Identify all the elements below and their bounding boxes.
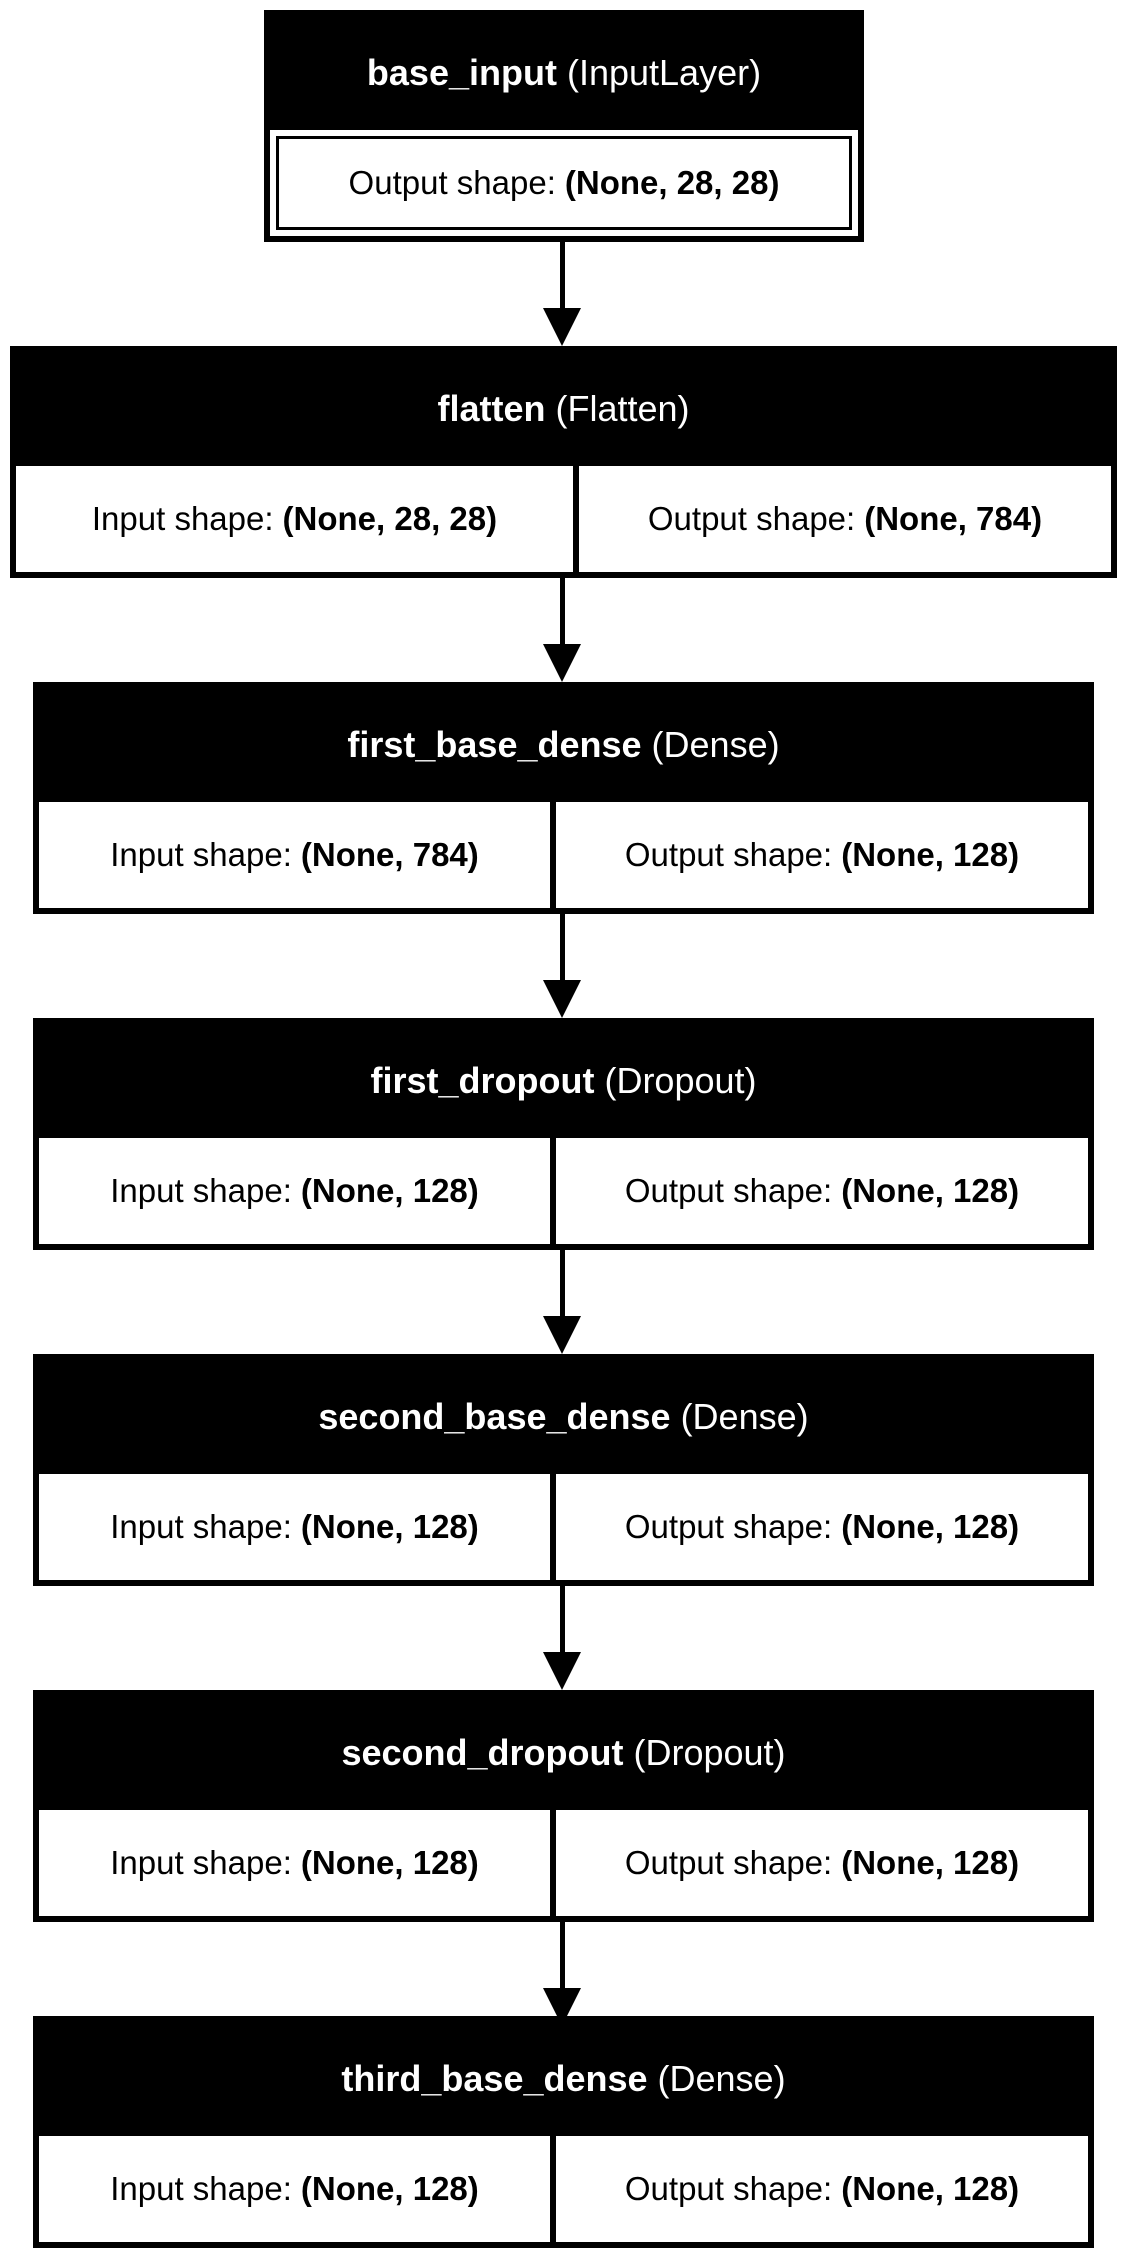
input-shape-label: Input shape: — [110, 2170, 292, 2207]
output-shape-cell: Output shape: (None, 784) — [579, 466, 1111, 572]
input-shape-label: Input shape: — [110, 836, 292, 873]
connector-arrow — [543, 1586, 583, 1690]
input-shape-value: (None, 128) — [300, 2170, 479, 2207]
layer-name: first_base_dense — [347, 724, 642, 765]
layer-header: base_input (InputLayer) — [270, 16, 858, 130]
input-shape-cell: Input shape: (None, 128) — [39, 1474, 550, 1580]
output-shape-value: (None, 28, 28) — [564, 164, 780, 201]
output-shape-cell: Output shape: (None, 28, 28) — [276, 136, 852, 230]
connector-arrow — [543, 242, 583, 346]
input-shape-cell: Input shape: (None, 28, 28) — [16, 466, 573, 572]
cell-divider — [550, 802, 556, 908]
input-shape-cell: Input shape: (None, 128) — [39, 1810, 550, 1916]
output-shape-cell: Output shape: (None, 128) — [556, 2136, 1088, 2242]
layer-header: first_dropout (Dropout) — [39, 1024, 1088, 1138]
cell-divider — [573, 466, 579, 572]
cell-divider — [550, 1810, 556, 1916]
output-shape-value: (None, 128) — [841, 2170, 1020, 2207]
input-shape-value: (None, 128) — [300, 1844, 479, 1881]
input-shape-cell: Input shape: (None, 128) — [39, 2136, 550, 2242]
output-shape-label: Output shape: — [624, 1508, 833, 1545]
layer-type: (Dense) — [680, 1396, 809, 1437]
layer-type: (Dropout) — [604, 1060, 757, 1101]
layer-header: first_base_dense (Dense) — [39, 688, 1088, 802]
input-shape-label: Input shape: — [110, 1172, 292, 1209]
output-shape-cell: Output shape: (None, 128) — [556, 802, 1088, 908]
output-shape-label: Output shape: — [624, 2170, 833, 2207]
connector-arrow — [543, 914, 583, 1018]
layer-header: second_base_dense (Dense) — [39, 1360, 1088, 1474]
layer-type: (Flatten) — [555, 388, 690, 429]
output-shape-value: (None, 128) — [841, 836, 1020, 873]
output-shape-value: (None, 128) — [841, 1508, 1020, 1545]
layer-type: (Dense) — [657, 2058, 786, 2099]
input-shape-label: Input shape: — [91, 500, 274, 537]
cell-divider — [550, 2136, 556, 2242]
output-shape-cell: Output shape: (None, 128) — [556, 1810, 1088, 1916]
layer-name: second_dropout — [341, 1732, 624, 1773]
layer-type: (InputLayer) — [566, 52, 762, 93]
layer-node-third-base-dense: third_base_dense (Dense) Input shape: (N… — [33, 2016, 1094, 2248]
output-shape-label: Output shape: — [624, 836, 833, 873]
layer-header: third_base_dense (Dense) — [39, 2022, 1088, 2136]
layer-node-flatten: flatten (Flatten) Input shape: (None, 28… — [10, 346, 1117, 578]
layer-header: flatten (Flatten) — [16, 352, 1111, 466]
layer-node-first-base-dense: first_base_dense (Dense) Input shape: (N… — [33, 682, 1094, 914]
input-shape-label: Input shape: — [110, 1508, 292, 1545]
layer-node-second-dropout: second_dropout (Dropout) Input shape: (N… — [33, 1690, 1094, 1922]
output-shape-cell: Output shape: (None, 128) — [556, 1138, 1088, 1244]
output-shape-label: Output shape: — [624, 1172, 833, 1209]
layer-type: (Dense) — [651, 724, 780, 765]
input-shape-cell: Input shape: (None, 128) — [39, 1138, 550, 1244]
layer-name: flatten — [437, 388, 546, 429]
layer-name: base_input — [366, 52, 557, 93]
input-shape-label: Input shape: — [110, 1844, 292, 1881]
cell-divider — [550, 1474, 556, 1580]
output-shape-value: (None, 784) — [864, 500, 1043, 537]
layer-node-second-base-dense: second_base_dense (Dense) Input shape: (… — [33, 1354, 1094, 1586]
layer-header: second_dropout (Dropout) — [39, 1696, 1088, 1810]
cell-divider — [550, 1138, 556, 1244]
layer-node-first-dropout: first_dropout (Dropout) Input shape: (No… — [33, 1018, 1094, 1250]
input-shape-value: (None, 128) — [300, 1172, 479, 1209]
output-shape-value: (None, 128) — [841, 1172, 1020, 1209]
connector-arrow — [543, 1922, 583, 2026]
connector-arrow — [543, 578, 583, 682]
connector-arrow — [543, 1250, 583, 1354]
layer-type: (Dropout) — [633, 1732, 786, 1773]
input-shape-value: (None, 784) — [300, 836, 479, 873]
layer-name: third_base_dense — [341, 2058, 648, 2099]
input-shape-value: (None, 128) — [300, 1508, 479, 1545]
output-shape-label: Output shape: — [647, 500, 856, 537]
output-shape-cell: Output shape: (None, 128) — [556, 1474, 1088, 1580]
input-shape-value: (None, 28, 28) — [282, 500, 498, 537]
layer-name: second_base_dense — [318, 1396, 671, 1437]
output-shape-value: (None, 128) — [841, 1844, 1020, 1881]
output-shape-label: Output shape: — [624, 1844, 833, 1881]
layer-node-base-input: base_input (InputLayer) Output shape: (N… — [264, 10, 864, 242]
layer-name: first_dropout — [370, 1060, 595, 1101]
input-shape-cell: Input shape: (None, 784) — [39, 802, 550, 908]
output-shape-label: Output shape: — [348, 164, 556, 201]
